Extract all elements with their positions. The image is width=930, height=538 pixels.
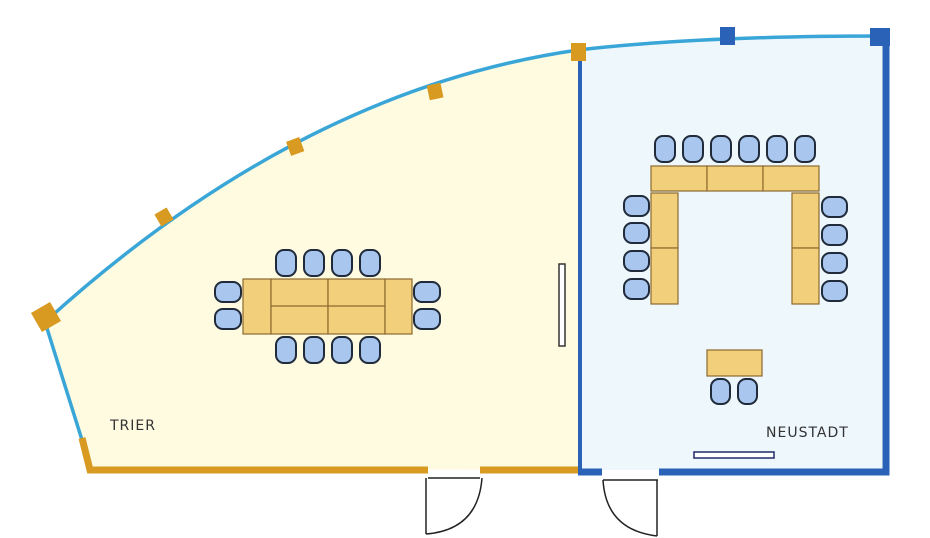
door-neustadt	[602, 479, 658, 537]
pillar	[154, 207, 174, 227]
neustadt-u-table	[650, 165, 820, 305]
pillar	[426, 82, 444, 101]
trier-table	[242, 278, 413, 335]
pillar	[720, 27, 735, 45]
room-label-neustadt: NEUSTADT	[766, 425, 849, 441]
door-trier	[425, 477, 483, 535]
trier-wall	[78, 437, 578, 474]
neustadt-chairs	[623, 135, 848, 302]
pillar	[870, 28, 890, 46]
window-wall	[43, 34, 883, 324]
whiteboard	[693, 451, 775, 459]
neustadt-wall	[578, 36, 890, 476]
pillar	[571, 43, 586, 61]
pillar	[30, 301, 62, 333]
room-label-trier: TRIER	[110, 418, 156, 434]
neustadt-desk-chairs	[710, 378, 758, 405]
pillar	[286, 137, 305, 156]
trier-chairs	[214, 249, 441, 364]
neustadt-desk	[706, 349, 763, 377]
window-wall-left	[43, 321, 84, 441]
sliding-partition	[558, 263, 566, 347]
